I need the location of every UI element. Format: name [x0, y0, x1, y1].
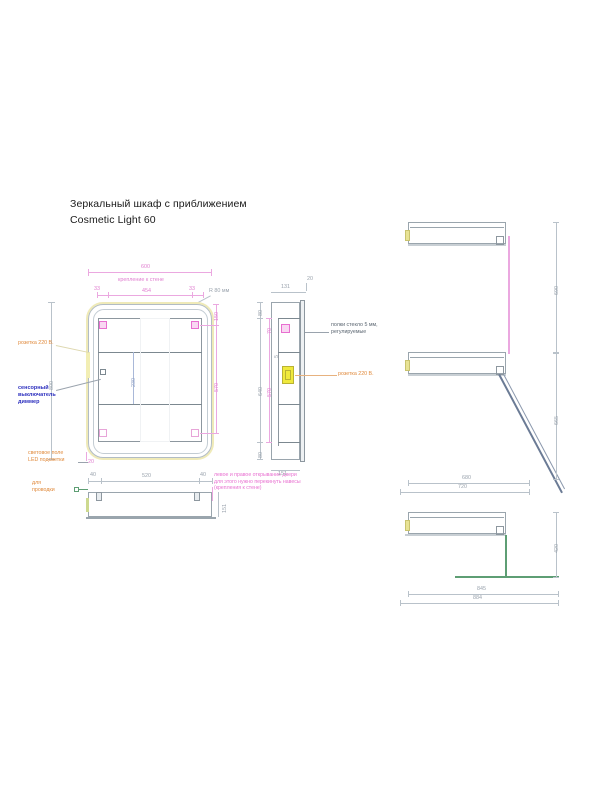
dim-shelf-offset: 70: [267, 328, 273, 334]
dim-plan45-reach-inner: 680: [462, 475, 471, 481]
dim-glass-edge: 20: [307, 276, 313, 282]
dim-side-top-margin: 80: [258, 310, 264, 316]
wall-bracket-bottom-right[interactable]: [191, 429, 199, 437]
cabinet-mirror-door: [92, 308, 208, 454]
dim-glow-width: 20: [88, 459, 94, 465]
dim-left-margin: 33: [94, 286, 100, 292]
dim-total-depth: 151: [278, 471, 287, 477]
dim-shelf-thickness: 5: [274, 355, 280, 358]
annotation-wiring: для проводки: [32, 480, 55, 493]
side-socket-inner: [285, 370, 291, 380]
plan180-body: [408, 512, 506, 534]
section-base-panel: [86, 517, 216, 519]
side-back-panel: [278, 318, 279, 446]
plan45-led-end: [405, 360, 410, 371]
plan45-body: [408, 352, 506, 374]
dim-top-offset: 150: [214, 312, 220, 321]
touch-switch-dimmer[interactable]: [100, 369, 106, 375]
dim-plan45-depth: 665: [554, 416, 560, 425]
shelf-lower: [98, 404, 202, 406]
section-led-strip: [86, 498, 89, 512]
dim-plan45-reach-outer: 720: [458, 484, 467, 490]
annotation-led-field: световое поле LED подсветки: [28, 450, 65, 463]
section-hinge-right: [194, 492, 200, 501]
plan90-led-end: [405, 230, 410, 241]
annotation-socket-side: розетка 220 В.: [338, 371, 374, 377]
section-hinge-left: [96, 492, 102, 501]
dim-side-inner-height: 570: [267, 388, 273, 397]
dim-overall-width: 600: [141, 264, 150, 270]
wall-bracket-bottom-left[interactable]: [99, 429, 107, 437]
plan180-door-open: [505, 535, 507, 577]
annotation-door-swing: левое и правое открывание двери для этог…: [214, 472, 301, 491]
shelf-upper: [98, 352, 202, 354]
plan180-base-line: [405, 534, 506, 536]
dim-inner-depth: 131: [281, 284, 290, 290]
plan90-door-open: [508, 236, 510, 354]
annotation-shelves: полки стекло 5 мм, регулируемые: [331, 322, 378, 335]
page-subtitle: Cosmetic Light 60: [70, 214, 156, 226]
label-wall-mount: крепление к стене: [118, 277, 164, 283]
wiring-outlet-marker: [74, 487, 79, 492]
plan180-hinge: [496, 526, 504, 535]
plan180-door-leaf: [455, 576, 559, 579]
dim-section-left: 40: [90, 472, 96, 478]
dim-plan180-reach-outer: 884: [473, 595, 482, 601]
plan90-hinge: [496, 236, 504, 245]
side-shelf-upper: [278, 352, 300, 354]
dim-side-bottom-margin: 80: [258, 452, 264, 458]
wall-bracket-top-left[interactable]: [99, 321, 107, 329]
dim-corner-radius: R 80 мм: [209, 288, 230, 294]
section-body: [88, 492, 212, 517]
side-wall-bracket[interactable]: [281, 324, 290, 333]
dim-side-body-height: 640: [258, 387, 264, 396]
socket-glow-patch: [86, 352, 90, 378]
dim-section-depth: 151: [222, 504, 228, 513]
dim-right-margin: 33: [189, 286, 195, 292]
page-title: Зеркальный шкаф с приближением: [70, 198, 247, 210]
plan45-base-line: [408, 374, 506, 376]
dim-plan180-reach-inner: 845: [477, 586, 486, 592]
plan45-door-open: [498, 374, 563, 494]
plan90-base-line: [408, 244, 506, 246]
side-mirror-door: [300, 300, 305, 462]
dim-section-span: 520: [142, 473, 151, 479]
wall-bracket-top-right[interactable]: [191, 321, 199, 329]
dim-shelf-gap: 230: [131, 378, 137, 387]
mirror-reflection: [140, 318, 170, 442]
dim-inner-width: 454: [142, 288, 151, 294]
dim-plan90-depth: 690: [554, 286, 560, 295]
annotation-touch-switch: сенсорный выключатель диммер: [18, 385, 56, 405]
plan180-led-end: [405, 520, 410, 531]
dim-bracket-span: 570: [214, 383, 220, 392]
dim-section-right: 40: [200, 472, 206, 478]
side-shelf-lower: [278, 404, 300, 406]
annotation-socket-front: розетка 220 В.: [18, 340, 54, 346]
plan90-body: [408, 222, 506, 244]
dim-plan180-depth: 420: [554, 544, 560, 553]
